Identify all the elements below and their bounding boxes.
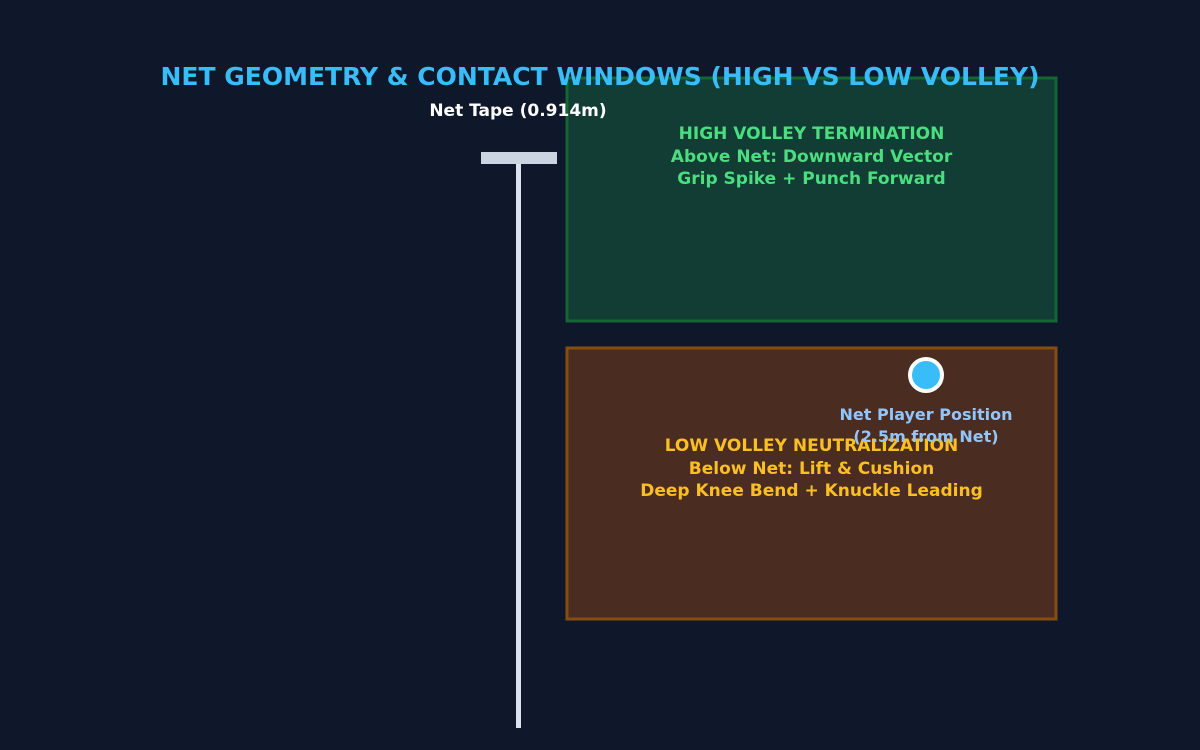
low-volley-line-2: Deep Knee Bend + Knuckle Leading (640, 481, 983, 501)
low-volley-title: LOW VOLLEY NEUTRALIZATION (664, 436, 959, 456)
net-player-marker (908, 357, 944, 393)
net-player-label-line-2: (2.5m from Net) (853, 427, 999, 446)
net-tape-label: Net Tape (0.914m) (429, 101, 607, 121)
net-player-label: Net Player Position (2.5m from Net) (776, 404, 1076, 448)
high-volley-title: HIGH VOLLEY TERMINATION (678, 124, 945, 144)
low-volley-zone (565, 346, 1058, 621)
low-volley-text: LOW VOLLEY NEUTRALIZATION Below Net: Lif… (566, 435, 1057, 503)
net-player-label-line-1: Net Player Position (839, 405, 1013, 424)
net-tape (481, 152, 557, 164)
high-volley-line-1: Above Net: Downward Vector (670, 146, 953, 167)
high-volley-line-2: Grip Spike + Punch Forward (677, 169, 946, 189)
diagram-title: NET GEOMETRY & CONTACT WINDOWS (HIGH VS … (160, 62, 1040, 91)
high-volley-zone (565, 76, 1058, 323)
low-volley-line-1: Below Net: Lift & Cushion (688, 458, 935, 479)
net-post (516, 163, 521, 728)
high-volley-text: HIGH VOLLEY TERMINATION Above Net: Downw… (566, 123, 1057, 191)
